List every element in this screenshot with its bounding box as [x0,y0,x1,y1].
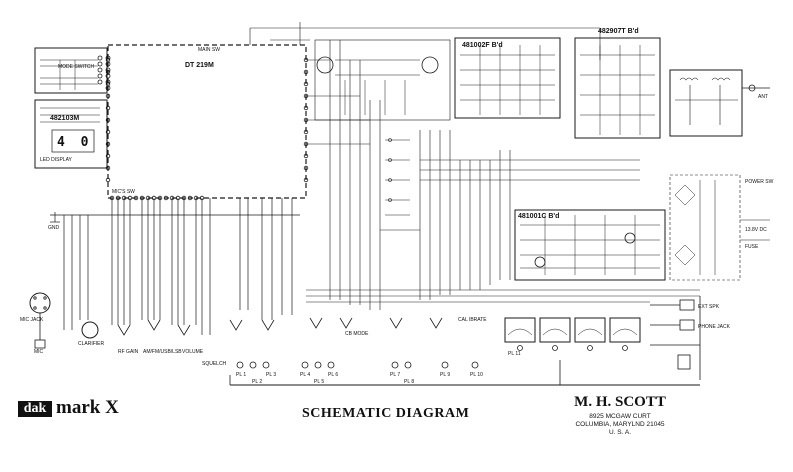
board-c-traces [520,215,660,275]
pl-6-label: PL 6 [328,372,339,378]
ext-spk-label: EXT SPK [698,304,720,310]
power-label: 13.8V DC [745,227,767,233]
logo-model: mark X [56,397,119,418]
board-c-suffix: B'd [548,213,560,220]
board-b-traces [580,45,655,135]
clarifier-pot [81,321,99,339]
mode-switch-connector [97,55,111,91]
volume-label: VOLUME [182,349,204,355]
calibrate-label: CAL IBRATE [458,317,487,323]
meter-1 [504,317,536,343]
board-b-outline [574,37,661,139]
board-a-label: 481002F B'd [462,42,503,49]
address-line-2: COLUMBIA, MARYLND 21045 [575,421,665,428]
tube-section-traces [335,59,420,115]
led-display-window [51,129,95,153]
mic-jack-pin [43,296,47,300]
meter-3 [574,317,606,343]
board-c-label: 481001C B'd [518,213,559,220]
main-pcb-right-pins [303,57,309,183]
bus-lines [249,22,700,310]
mic-symbol [34,339,46,349]
mic-jack-pin [33,296,37,300]
pl-4-label: PL 4 [300,372,311,378]
right-jacks [650,296,701,380]
mode-select-label: AM/FM/USB/LSB [143,349,182,355]
address-line-3: U. S. A. [608,429,632,436]
squelch-label: SQUELCH [202,361,227,367]
meter-lamps [517,345,628,351]
mic-jack [29,292,51,314]
control-wires [50,198,300,335]
mode-switch-box [34,47,108,94]
filter-box [669,69,743,137]
transistor-c2 [624,232,636,244]
main-pcb-label: DT 219M [185,62,214,69]
mic-jack-pin [33,306,37,310]
board-b-number: 482907T [598,28,626,35]
pl-7-label: PL 7 [390,372,401,378]
mic-jack-label: MIC JACK [20,317,44,323]
pl-1-label: PL 1 [236,372,247,378]
pl-5-label: PL 5 [314,379,325,385]
ant-label: ANT [758,94,768,100]
filter-coils [675,77,738,125]
meter-needles [507,328,638,336]
diagram-title: SCHEMATIC DIAGRAM [302,406,470,421]
board-c-outline [514,209,666,281]
board-c-number: 481001C [518,213,547,220]
board-a-number: 481002F [462,42,490,49]
cb-mode-label: CB MODE [345,331,369,337]
power-supply-outline [669,174,741,281]
board-a-traces [460,45,555,115]
board-b-label: 482907T B'd [598,28,639,35]
mode-switch-traces [40,59,100,123]
phone-jack-label: PHONE JACK [698,324,730,330]
board-b-suffix: B'd [627,28,639,35]
rf-gain-label: RF GAIN [118,349,139,355]
address-line-1: 8925 MCGAW CURT [589,413,651,420]
switch-cluster [380,138,420,231]
tube-2 [421,56,439,74]
mode-sw-board-label: 482103M [50,115,80,122]
mic-jack-pin [43,306,47,310]
tube-1 [316,56,334,74]
mic-sw-label: MIC'S SW [112,189,135,195]
board-a-suffix: B'd [491,42,503,49]
ground-label: GND [48,225,60,231]
pl-9-label: PL 9 [440,372,451,378]
pl-8-label: PL 8 [404,379,415,385]
pl-11-label: PL 11 [508,351,521,357]
fuse-label: FUSE [745,244,759,250]
power-sw-label: POWER SW [745,179,774,185]
meter-2 [539,317,571,343]
logo-badge: dak [18,401,52,417]
mic-label: MIC [34,349,44,355]
clarifier-label: CLARIFIER [78,341,105,347]
main-pcb-left-pins [105,57,111,183]
pl-10-label: PL 10 [470,372,483,378]
main-sw-label: MAIN SW [198,47,220,53]
power-supply-traces [674,180,770,275]
led-display-box [34,99,108,169]
control-pots [117,317,443,336]
pl-3-label: PL 3 [266,372,277,378]
tube-section-outline [314,39,451,121]
led-display-label: LED DISPLAY [40,157,72,163]
meter-4 [609,317,641,343]
mode-switch-label: MODE SWITCH [58,64,95,70]
pilot-lamps [236,361,479,369]
company-name: M. H. SCOTT [574,394,666,410]
ant-connector [748,84,756,92]
board-a-outline [454,37,561,119]
led-display-digits: 4 0 [57,135,93,150]
transistor-c1 [534,256,546,268]
pl-2-label: PL 2 [252,379,263,385]
